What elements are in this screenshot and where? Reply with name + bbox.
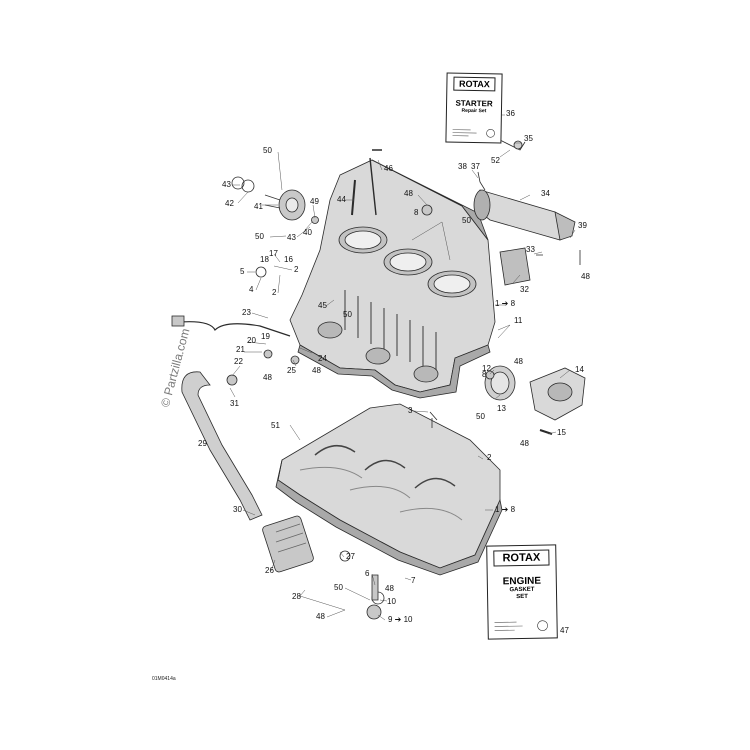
callout-9-to-10: 9 ➔ 10 [388,615,413,624]
callout-48c: 48 [263,373,272,382]
callout-48f: 48 [520,439,529,448]
lower-crankcase [277,403,501,569]
callout-1-to-8b: 1 ➔ 8 [495,505,516,514]
callout-48e: 48 [514,357,523,366]
callout-25: 25 [287,366,296,375]
callout-33: 33 [526,245,535,254]
callout-50b: 50 [255,232,264,241]
callout-16: 16 [284,255,293,264]
starter-motor [476,189,565,241]
coolant-hose [181,371,263,521]
callout-49: 49 [310,197,319,206]
callout-47: 47 [560,626,569,635]
callout-37: 37 [471,162,480,171]
starter-repair-set-booklet: ROTAX STARTER Repair Set [445,72,503,144]
callout-29: 29 [198,439,207,448]
callout-36: 36 [506,109,515,118]
callout-7: 7 [411,576,416,585]
callout-1-to-8: 1 ➔ 8 [495,299,516,308]
callout-21: 21 [236,345,245,354]
callout-38: 38 [458,162,467,171]
starter-brand: ROTAX [453,76,496,92]
callout-30: 30 [233,505,242,514]
callout-4: 4 [249,285,254,294]
callout-15: 15 [557,428,566,437]
callout-48g: 48 [385,584,394,593]
callout-40: 40 [303,228,312,237]
callout-24: 24 [318,354,327,363]
callout-19: 19 [261,332,270,341]
callout-10: 10 [387,597,396,606]
callout-26: 26 [265,566,274,575]
callout-39: 39 [578,221,587,230]
callout-3: 3 [408,406,413,415]
callout-22: 22 [234,357,243,366]
figure-code: 01M0414a [152,676,176,682]
oil-dipstick [369,149,382,216]
callout-48h: 48 [316,612,325,621]
callout-11: 11 [514,316,523,325]
engine-subtitle: GASKET SET [509,586,535,600]
starter-bracket [499,247,531,286]
callout-52: 52 [491,156,500,165]
engine-booklet-footer [494,620,548,631]
callout-48: 48 [404,189,413,198]
callout-5: 5 [240,267,245,276]
callout-46: 46 [384,164,393,173]
callout-48d: 48 [312,366,321,375]
callout-2c: 2 [487,453,492,462]
callout-8b: 8 [482,370,487,379]
callout-18: 18 [260,255,269,264]
callout-17: 17 [269,249,278,258]
callout-50f: 50 [334,583,343,592]
callout-20: 20 [247,336,256,345]
callout-50d: 50 [343,310,352,319]
callout-50c: 50 [462,216,471,225]
callout-32: 32 [520,285,529,294]
callout-6: 6 [365,569,370,578]
callout-31: 31 [230,399,239,408]
callout-43b: 43 [287,233,296,242]
callout-41: 41 [254,202,263,211]
callout-34: 34 [541,189,550,198]
callout-28: 28 [292,592,301,601]
callout-43: 43 [222,180,231,189]
callout-2b: 2 [272,288,277,297]
callout-13: 13 [497,404,506,413]
callout-50: 50 [263,146,272,155]
callout-45: 45 [318,301,327,310]
engine-brand: ROTAX [493,549,550,567]
callout-51: 51 [271,421,280,430]
engine-gasket-set-booklet: ROTAX ENGINE GASKET SET [486,544,558,640]
callout-14: 14 [575,365,584,374]
callout-2: 2 [294,265,299,274]
callout-50e: 50 [476,412,485,421]
oil-cooler [262,515,314,573]
callout-44: 44 [337,195,346,204]
starter-booklet-footer [452,128,495,138]
callout-23: 23 [242,308,251,317]
callout-8: 8 [414,208,419,217]
callout-12: 12 [482,364,491,373]
callout-48b: 48 [581,272,590,281]
sensor-harness [179,321,291,337]
callout-35: 35 [524,134,533,143]
callout-27: 27 [346,552,355,561]
starter-subtitle: Repair Set [461,107,487,115]
callout-42: 42 [225,199,234,208]
